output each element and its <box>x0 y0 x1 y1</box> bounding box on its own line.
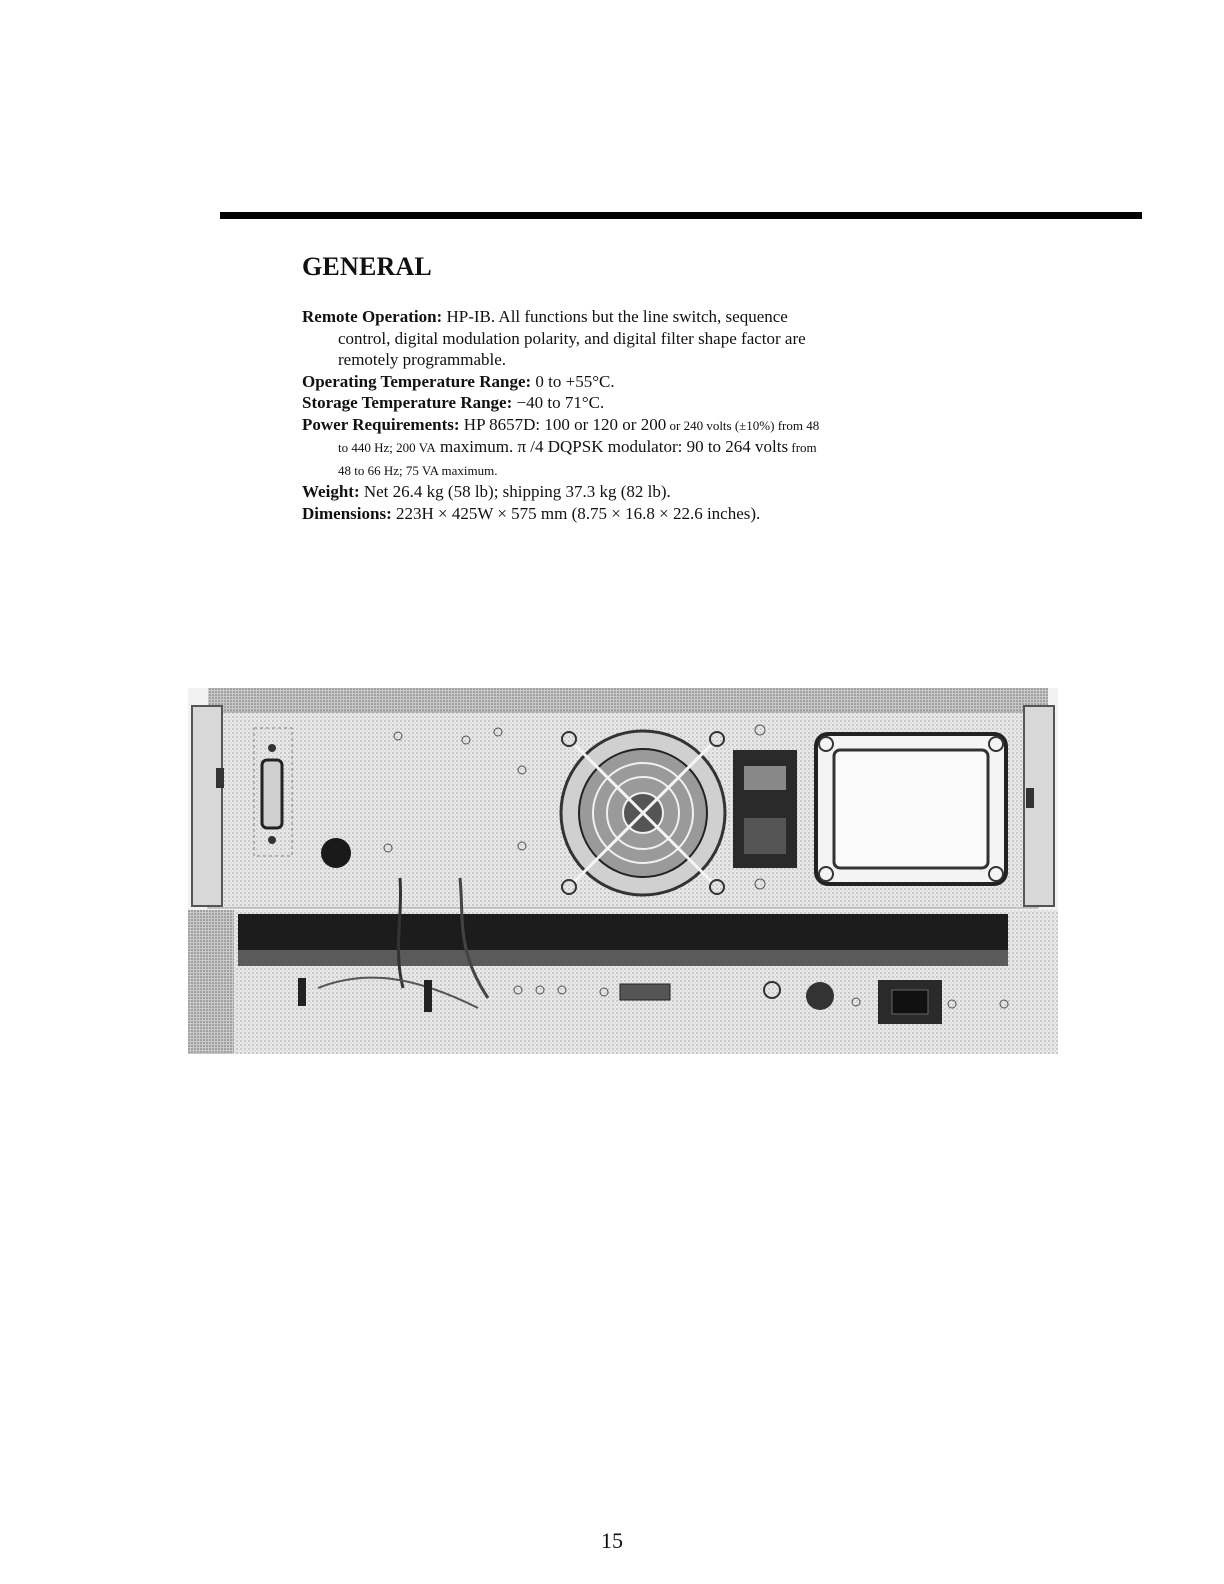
spec-remote-operation: Remote Operation: HP-IB. All functions b… <box>302 306 822 371</box>
spec-value-small: or 240 volts (±10%) from 48 to 440 Hz; 2… <box>338 417 820 456</box>
spec-value-small-continued: from 48 to 66 Hz; 75 VA maximum. <box>338 440 817 478</box>
spec-value: HP 8657D: 100 or 120 or 200 <box>459 414 667 434</box>
rear-panel-photo <box>188 688 1058 1054</box>
spec-value-continued: (8.75 × 16.8 × 22.6 inches). <box>567 503 761 523</box>
spec-label: Weight: <box>302 482 360 501</box>
spec-label: Power Requirements: <box>302 414 460 434</box>
spec-value: 0 to +55°C. <box>531 371 615 391</box>
spec-value: HP-IB. All functions but the line switch… <box>338 307 806 369</box>
page-number: 15 <box>601 1528 623 1553</box>
spec-list: Remote Operation: HP-IB. All functions b… <box>302 306 822 524</box>
spec-value: 223H × 425W × 575 mm <box>391 503 568 523</box>
spec-label: Storage Temperature Range: <box>302 393 513 412</box>
spec-weight: Weight: Net 26.4 kg (58 lb); shipping 37… <box>302 481 822 503</box>
spec-label: Remote Operation: <box>302 307 443 326</box>
spec-value: −40 to 71°C. <box>512 393 605 412</box>
spec-label: Dimensions: <box>302 503 392 523</box>
top-rule <box>220 212 1142 219</box>
spec-power-requirements: Power Requirements: HP 8657D: 100 or 120… <box>302 414 822 482</box>
spec-dimensions: Dimensions: 223H × 425W × 575 mm (8.75 ×… <box>302 503 822 525</box>
spec-storage-temperature: Storage Temperature Range: −40 to 71°C. <box>302 392 822 414</box>
spec-value-continued: maximum. π /4 DQPSK modulator: 90 to 264… <box>435 437 789 456</box>
spec-operating-temperature: Operating Temperature Range: 0 to +55°C. <box>302 371 822 393</box>
spec-value: Net 26.4 kg (58 lb); shipping 37.3 kg (8… <box>359 482 671 501</box>
section-heading: GENERAL <box>302 252 432 281</box>
spec-label: Operating Temperature Range: <box>302 371 532 391</box>
